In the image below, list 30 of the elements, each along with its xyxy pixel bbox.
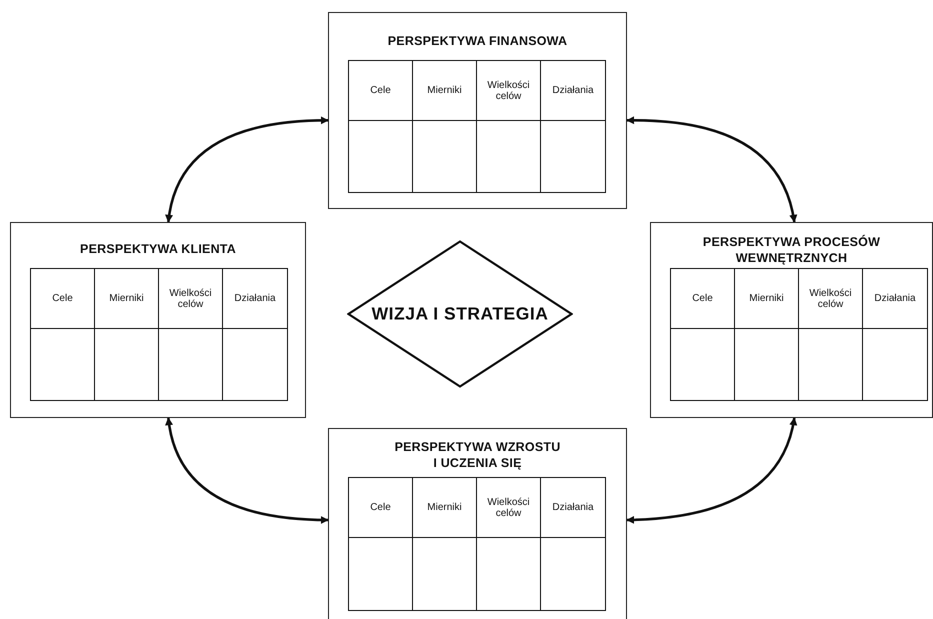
column-header: Cele <box>349 478 413 538</box>
column-header: Wielkości celów <box>799 269 863 329</box>
panel-title: PERSPEKTYWA KLIENTA <box>79 241 237 257</box>
column-header: Wielkości celów <box>477 478 541 538</box>
perspective-panel <box>650 222 933 418</box>
panel-title: PERSPEKTYWA PROCESÓW WEWNĘTRZNYCH <box>702 234 882 266</box>
column-header: Działania <box>223 269 287 329</box>
column-header: Działania <box>541 478 605 538</box>
curved-double-arrow <box>166 116 329 223</box>
column-header: Cele <box>671 269 735 329</box>
column-header: Mierniki <box>413 61 477 121</box>
column-header: Działania <box>863 269 927 329</box>
column-header: Cele <box>31 269 95 329</box>
column-header: Mierniki <box>413 478 477 538</box>
column-header: Działania <box>541 61 605 121</box>
panel-title: PERSPEKTYWA FINANSOWA <box>386 33 568 49</box>
curved-double-arrow <box>626 417 797 524</box>
column-header: Cele <box>349 61 413 121</box>
column-header: Wielkości celów <box>477 61 541 121</box>
curved-double-arrow <box>166 417 329 524</box>
perspective-panel <box>10 222 306 418</box>
column-header: Wielkości celów <box>159 269 223 329</box>
perspective-panel <box>328 12 627 209</box>
decision-diamond <box>347 240 573 388</box>
diamond-label: WIZJA I STRATEGIA <box>370 304 550 324</box>
perspective-panel <box>328 428 627 619</box>
panel-title: PERSPEKTYWA WZROSTU I UCZENIA SIĘ <box>394 439 562 471</box>
column-header: Mierniki <box>95 269 159 329</box>
curved-double-arrow <box>626 116 797 223</box>
column-header: Mierniki <box>735 269 799 329</box>
